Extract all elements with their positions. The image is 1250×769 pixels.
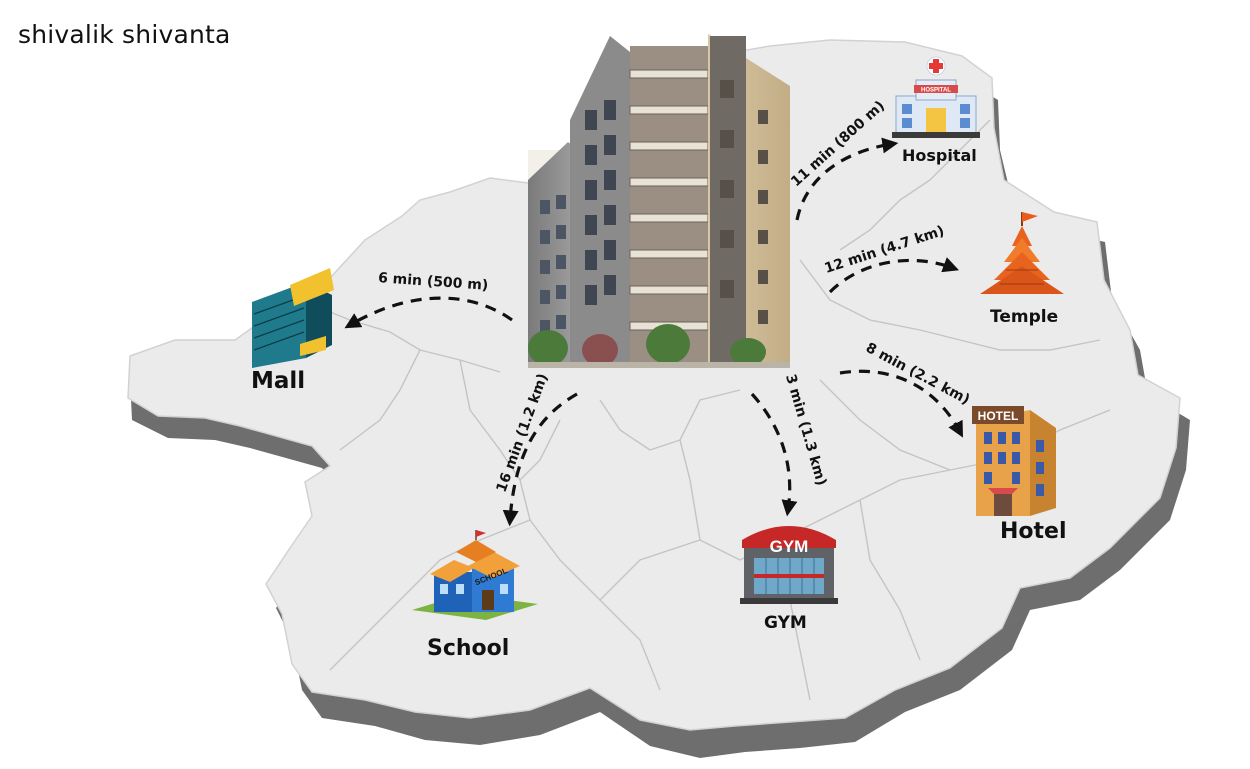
arrow-to-gym xyxy=(750,392,798,517)
apartment-building-illustration xyxy=(528,34,790,368)
arrow-to-hospital xyxy=(795,137,899,221)
gym-sign-text: GYM xyxy=(770,537,809,556)
map-region-borders xyxy=(299,119,1111,701)
map-surface xyxy=(127,39,1181,731)
temple-label: Temple xyxy=(990,307,1059,327)
school-label: School xyxy=(427,636,510,661)
hotel-icon xyxy=(972,406,1056,516)
mall-building-icon xyxy=(252,268,334,368)
hospital-sign-text: HOSPITAL xyxy=(921,88,951,94)
hospital-label: Hospital xyxy=(902,146,977,165)
page-title: shivalik shivanta xyxy=(18,20,231,49)
arrow-to-school xyxy=(502,392,578,527)
arrow-to-temple xyxy=(828,257,959,294)
mall-label: Mall xyxy=(251,368,306,394)
hotel-label: Hotel xyxy=(1000,519,1067,544)
hospital-icon xyxy=(892,56,980,138)
school-icon xyxy=(412,530,538,620)
arrow-to-mall xyxy=(344,296,513,329)
gym-icon xyxy=(740,526,838,604)
temple-icon xyxy=(980,212,1064,294)
hotel-sign-text: HOTEL xyxy=(978,409,1019,423)
gym-label: GYM xyxy=(764,613,807,633)
route-arrows xyxy=(344,137,964,527)
